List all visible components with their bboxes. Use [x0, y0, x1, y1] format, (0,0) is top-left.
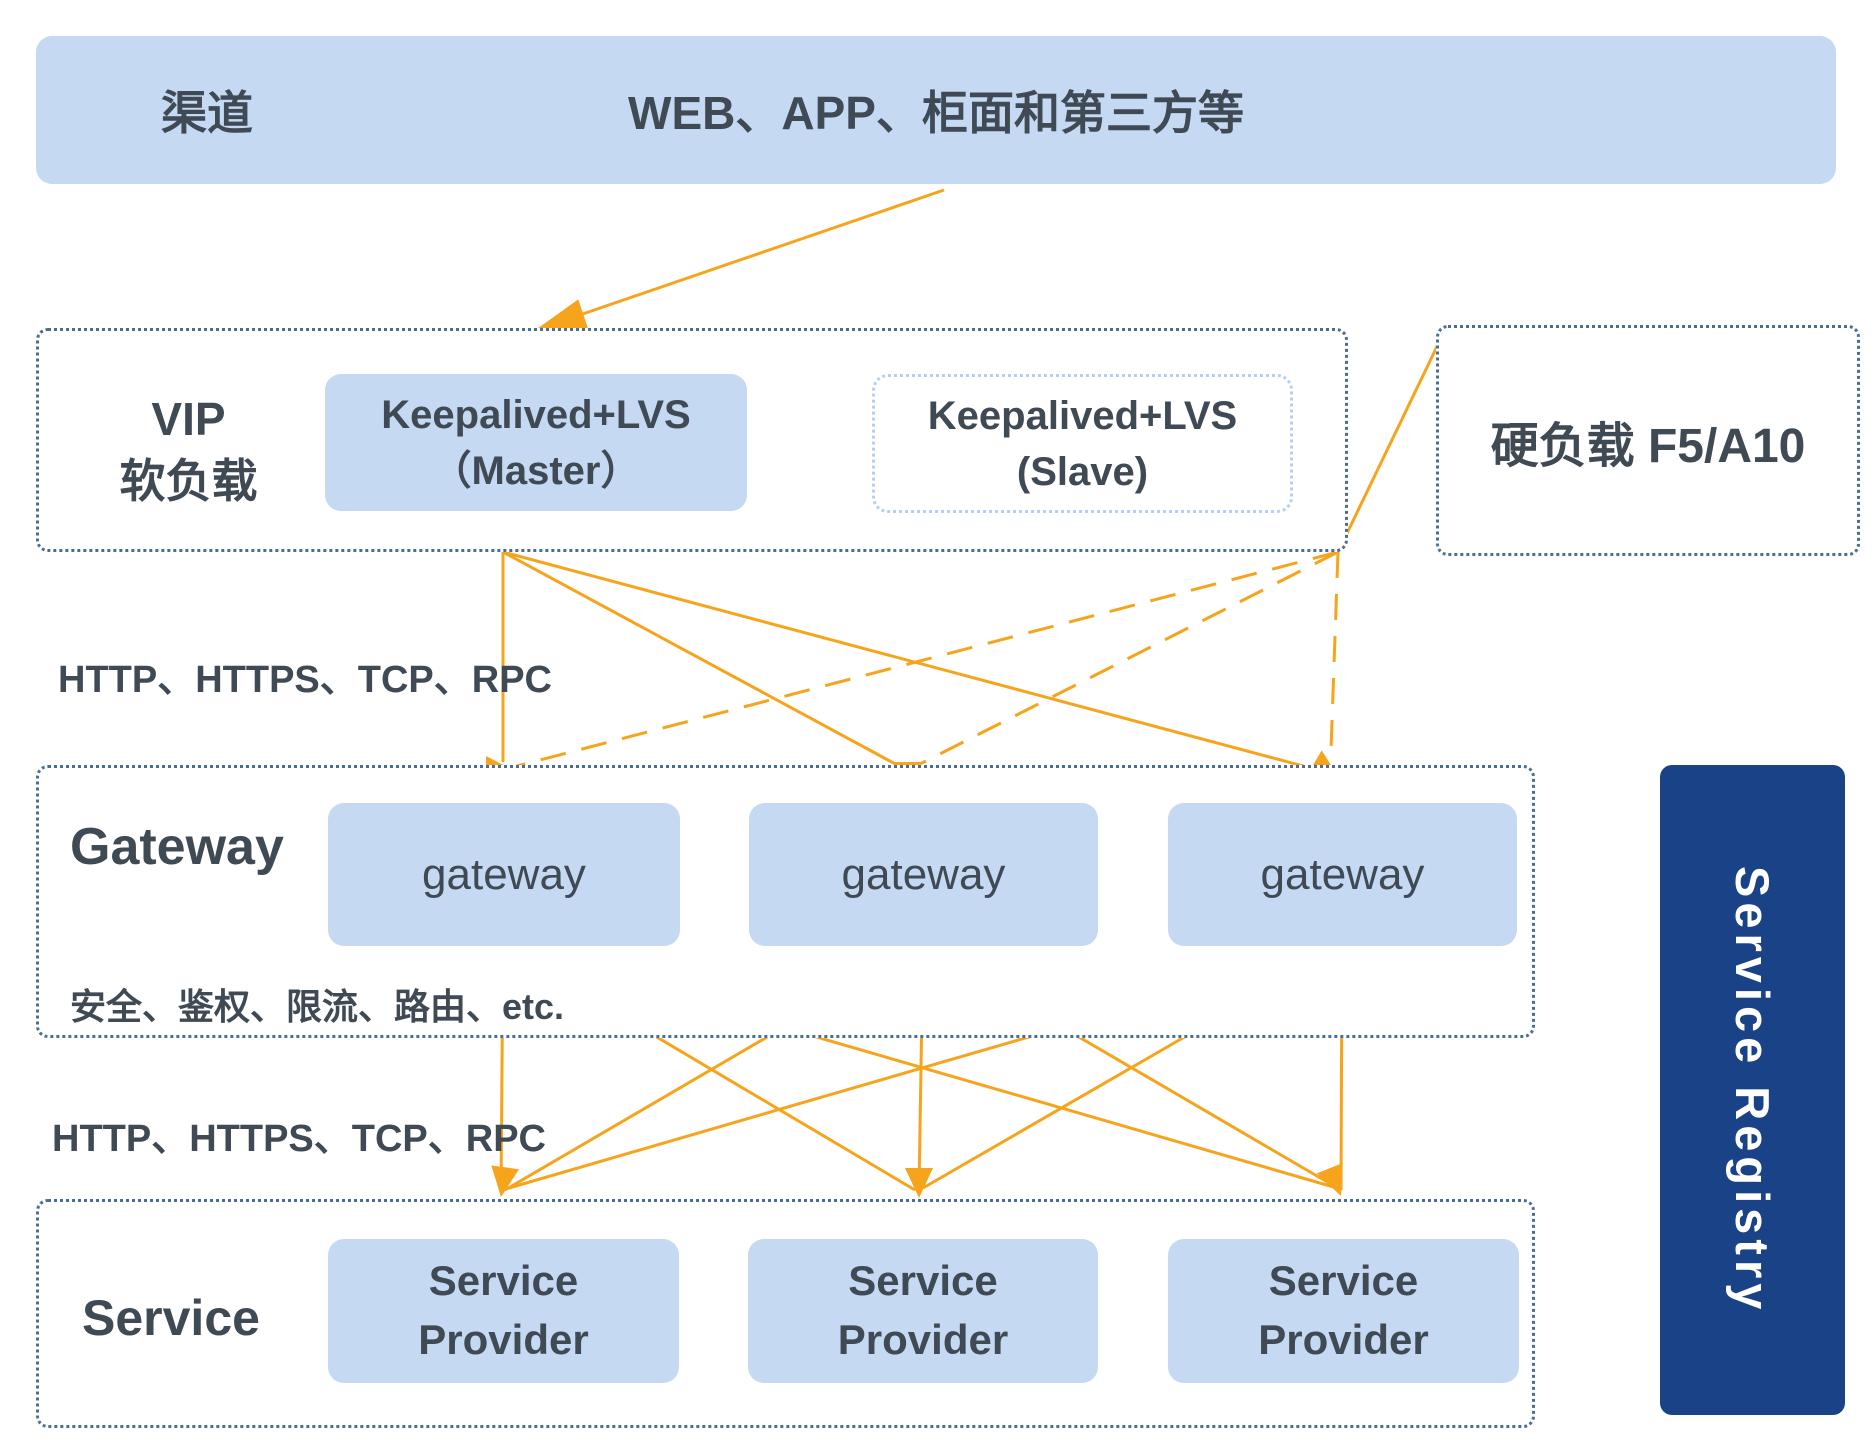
gateway-node-1: gateway	[328, 803, 680, 946]
vip-section-title: VIP 软负载	[119, 393, 258, 508]
connector-line	[1336, 331, 1446, 553]
connector-line	[502, 550, 1319, 772]
channel-label: 渠道	[161, 87, 253, 139]
dashed-connector-line	[1329, 551, 1340, 751]
dashed-connector-line	[516, 550, 1339, 768]
service-provider-node-3: Service Provider	[1168, 1239, 1519, 1383]
arrowhead-icon	[491, 1165, 520, 1197]
keepalived-slave-node: Keepalived+LVS (Slave)	[872, 374, 1293, 513]
hard-lb-section: 硬负载 F5/A10	[1436, 325, 1860, 556]
keepalived-master-node: Keepalived+LVS （Master）	[325, 374, 747, 511]
connector-line	[502, 550, 900, 768]
gateway-node-2: gateway	[749, 803, 1098, 946]
channel-content: WEB、APP、柜面和第三方等	[628, 87, 1244, 139]
gateway-node-3: gateway	[1168, 803, 1517, 946]
arrowhead-icon	[905, 1168, 933, 1198]
gateway-capabilities-note: 安全、鉴权、限流、路由、etc.	[70, 986, 565, 1027]
arrowhead-icon	[1316, 1162, 1343, 1196]
channel-bar: 渠道 WEB、APP、柜面和第三方等	[36, 36, 1836, 184]
connector-line	[535, 188, 945, 332]
dashed-connector-line	[919, 550, 1339, 766]
service-provider-node-2: Service Provider	[748, 1239, 1098, 1383]
protocols-label-bottom: HTTP、HTTPS、TCP、RPC	[52, 1118, 547, 1160]
service-registry-bar: Service Registry	[1660, 765, 1845, 1415]
service-provider-node-1: Service Provider	[328, 1239, 679, 1383]
gateway-section-title: Gateway	[70, 818, 284, 876]
service-section-title: Service	[82, 1290, 260, 1346]
protocols-label-top: HTTP、HTTPS、TCP、RPC	[58, 659, 553, 701]
